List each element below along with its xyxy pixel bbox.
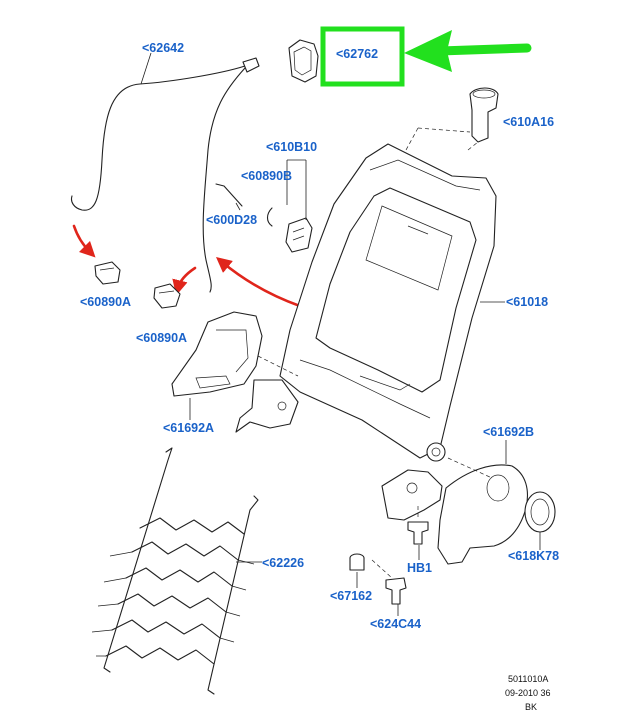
part-61692A-drawing (171, 311, 299, 420)
footer-drawing-number: 5011010A (508, 674, 548, 684)
part-600D28-drawing (215, 183, 243, 211)
callout-610A16: <610A16 (503, 115, 554, 129)
part-67162-drawing (349, 553, 365, 588)
part-60890A-right-drawing (153, 283, 181, 309)
callout-610B10: <610B10 (266, 140, 317, 154)
callout-HB1: HB1 (407, 561, 432, 575)
callout-60890A-right: <60890A (136, 331, 187, 345)
part-61018-frame (235, 143, 505, 521)
callout-60890A-left: <60890A (80, 295, 131, 309)
callout-62642: <62642 (142, 41, 184, 55)
callout-62762: <62762 (336, 47, 378, 61)
callout-618K78: <618K78 (508, 549, 559, 563)
callout-600D28: <600D28 (206, 213, 257, 227)
part-610B10-drawing (285, 159, 313, 253)
part-HB1-drawing (407, 506, 429, 560)
callout-60890B: <60890B (241, 169, 292, 183)
callout-61692B: <61692B (483, 425, 534, 439)
part-610A16-drawing (469, 87, 499, 143)
callout-67162: <67162 (330, 589, 372, 603)
callout-624C44: <624C44 (370, 617, 421, 631)
red-arrow-right (172, 266, 197, 296)
callout-62226: <62226 (262, 556, 304, 570)
footer-code: BK (525, 702, 537, 712)
callout-61692A: <61692A (163, 421, 214, 435)
part-60890B-drawing (266, 207, 273, 227)
part-624C44-drawing (371, 559, 407, 616)
part-618K78-drawing (524, 491, 556, 550)
part-62642-harness (70, 52, 260, 293)
highlight-arrow (404, 30, 532, 72)
callout-61018: <61018 (506, 295, 548, 309)
red-arrow-left (72, 224, 96, 258)
highlight-box (320, 26, 405, 87)
part-60890A-left-drawing (94, 261, 121, 285)
footer-date: 09-2010 36 (505, 688, 551, 698)
part-62762-drawing (288, 39, 319, 83)
part-61692B-drawing (437, 440, 529, 565)
part-62226-suspension-mat (91, 447, 262, 695)
